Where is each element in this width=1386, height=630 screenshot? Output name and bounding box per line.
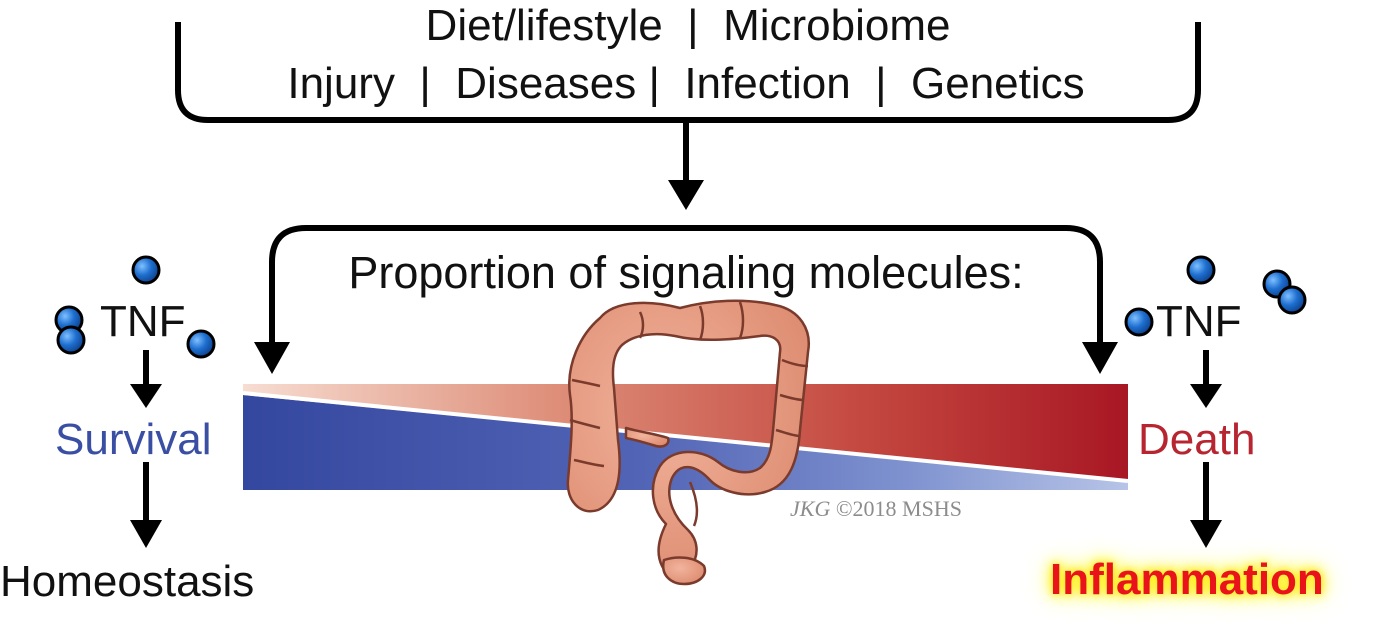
left-tnf-molecules bbox=[54, 255, 216, 359]
molecule-icon bbox=[1124, 307, 1154, 337]
proportion-divider bbox=[242, 391, 1129, 483]
right-tnf-label: TNF bbox=[1156, 297, 1242, 346]
molecule-icon bbox=[1186, 255, 1216, 285]
left-tnf-label: TNF bbox=[100, 297, 186, 346]
credit-text: ©2018 MSHS bbox=[835, 496, 962, 521]
factors-row-2: Injury | Diseases | Infection | Genetics bbox=[287, 59, 1085, 108]
bracket-arrow-head bbox=[668, 180, 704, 210]
survival-label: Survival bbox=[55, 415, 212, 464]
colon-illustration bbox=[566, 299, 810, 586]
signaling-arch bbox=[269, 225, 1103, 345]
right-arrow-2-head bbox=[1190, 520, 1222, 548]
death-label: Death bbox=[1138, 415, 1256, 464]
survival-proportion-area bbox=[243, 395, 1128, 490]
inflammation-label: Inflammation bbox=[1050, 555, 1324, 604]
arch-arrow-left-head bbox=[254, 342, 290, 374]
molecule-icon bbox=[56, 325, 86, 355]
left-arrow-1-head bbox=[130, 384, 162, 408]
credit-initials: JKG bbox=[790, 496, 831, 521]
proportion-bar bbox=[242, 384, 1129, 490]
homeostasis-label: Homeostasis bbox=[0, 557, 255, 606]
molecule-icon bbox=[131, 255, 161, 285]
signaling-title: Proportion of signaling molecules: bbox=[348, 247, 1024, 298]
right-arrow-1-head bbox=[1190, 384, 1222, 408]
factors-row-1: Diet/lifestyle | Microbiome bbox=[425, 1, 951, 50]
molecule-icon bbox=[1277, 285, 1307, 315]
arch-arrow-right-head bbox=[1082, 342, 1118, 374]
left-arrow-2-head bbox=[130, 520, 162, 548]
right-tnf-molecules bbox=[1124, 255, 1307, 337]
illustration-credit: JKG ©2018 MSHS bbox=[790, 498, 962, 520]
molecule-icon bbox=[186, 329, 216, 359]
